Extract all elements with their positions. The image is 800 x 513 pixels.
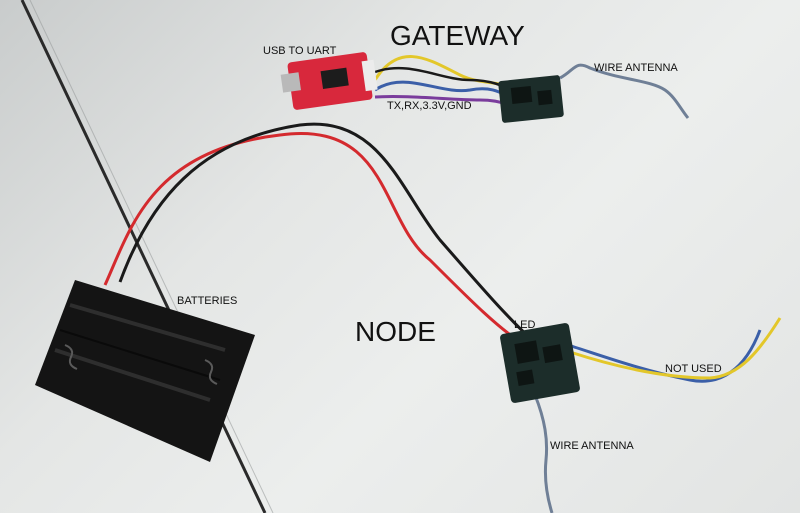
battery-red-wire: [103, 132, 526, 347]
node-radio-module: [500, 323, 580, 403]
gateway-antenna-wire: [559, 63, 690, 119]
battery-black-wire: [118, 122, 532, 340]
node-label: NODE: [355, 316, 436, 347]
batteries-label: BATTERIES: [177, 295, 238, 307]
node-blue-wire: [567, 329, 762, 383]
gateway-radio-module: [498, 75, 564, 123]
node-yellow-wire: [569, 317, 782, 380]
gateway-label: GATEWAY: [390, 20, 525, 51]
table-edge: [20, 0, 267, 513]
node-wire-antenna-label: WIRE ANTENNA: [550, 440, 634, 452]
usb-uart-board: [280, 52, 378, 110]
not-used-label: NOT USED: [665, 363, 722, 375]
usb-to-uart-label: USB TO UART: [263, 45, 337, 57]
gateway-wire-antenna-label: WIRE ANTENNA: [594, 62, 678, 74]
pins-label: TX,RX,3.3V,GND: [387, 100, 472, 112]
battery-holder: [35, 280, 255, 462]
node-antenna-wire: [533, 394, 554, 513]
led-label: LED: [514, 319, 536, 331]
gateway-yellow-wire: [373, 55, 516, 92]
